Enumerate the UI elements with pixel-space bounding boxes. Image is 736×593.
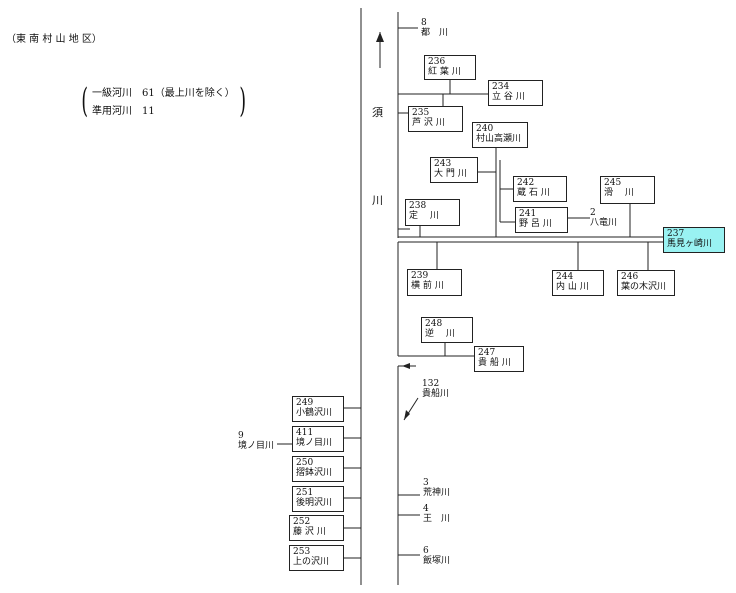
left-brace: ( [81, 81, 88, 121]
class1-count: 一級河川 61（最上川を除く） [92, 88, 235, 99]
quasi-count: 準用河川 11 [92, 106, 155, 117]
main-river-char-2: 川 [372, 194, 383, 207]
main-river-char-1: 須 [372, 106, 383, 119]
right-brace: ) [239, 81, 246, 121]
district-title: （東 南 村 山 地 区） [6, 34, 102, 45]
